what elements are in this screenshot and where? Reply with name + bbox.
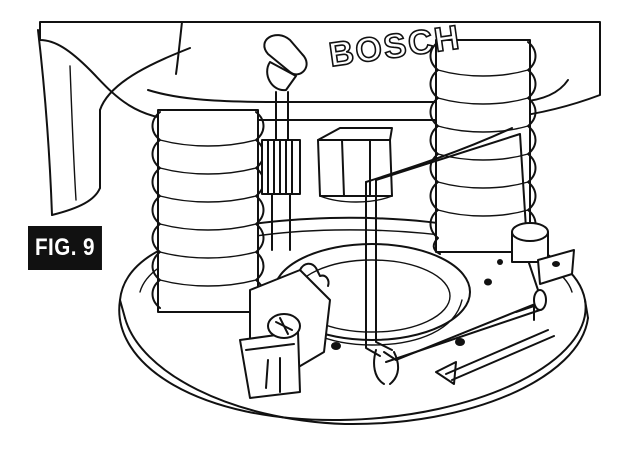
base-screw-holes: [331, 259, 503, 350]
left-bellows-column: [151, 109, 265, 313]
adjustment-arrow-icon: [435, 305, 555, 385]
collet-nut: [317, 127, 393, 203]
right-clamp-post: [511, 222, 575, 285]
depth-stop-rod: [261, 34, 308, 251]
pivot-linkage: [373, 289, 547, 385]
figure-label: FIG. 9: [28, 226, 102, 270]
guide-wire: [365, 127, 541, 357]
base-locking-lever: [239, 262, 331, 399]
right-bellows-column: [429, 39, 537, 255]
